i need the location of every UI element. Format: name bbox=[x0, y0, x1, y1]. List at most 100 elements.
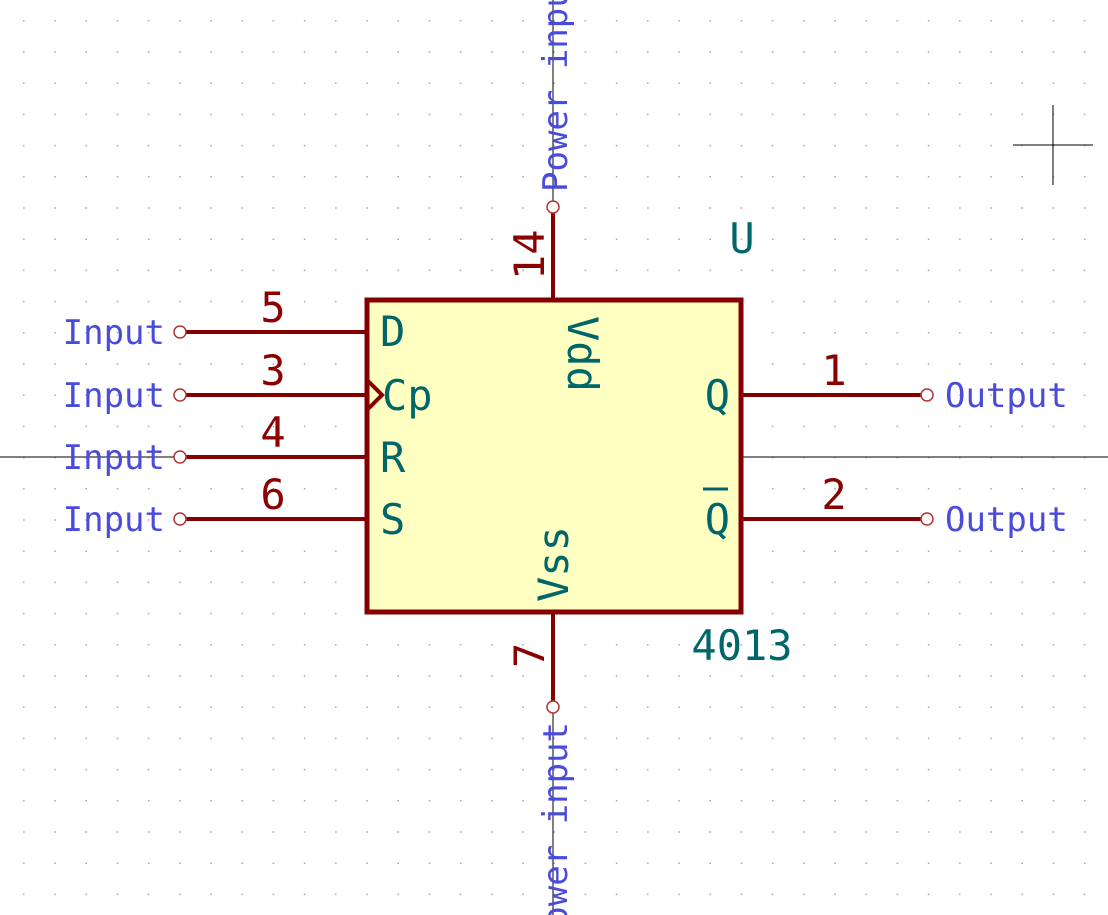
grid-dot bbox=[522, 20, 524, 22]
grid-dot bbox=[179, 612, 181, 615]
grid-dot bbox=[85, 113, 87, 116]
grid-dot bbox=[771, 488, 774, 490]
grid-dot bbox=[990, 300, 992, 303]
grid-dot bbox=[397, 706, 399, 708]
pin-number-14: 14 bbox=[505, 229, 554, 280]
grid-dot bbox=[241, 488, 243, 490]
component-body[interactable] bbox=[364, 297, 744, 615]
grid-dot bbox=[959, 207, 961, 209]
grid-dot bbox=[366, 768, 368, 771]
grid-dot bbox=[803, 768, 805, 771]
grid-dot bbox=[834, 20, 836, 22]
grid-dot bbox=[1083, 238, 1086, 240]
grid-dot bbox=[116, 612, 119, 615]
grid-dot bbox=[959, 300, 961, 303]
grid-dot bbox=[491, 207, 493, 209]
grid-dot bbox=[647, 51, 649, 53]
grid-dot bbox=[335, 706, 337, 708]
grid-dot bbox=[179, 300, 181, 303]
grid-dot bbox=[740, 893, 743, 896]
grid-dot bbox=[272, 581, 275, 584]
grid-dot bbox=[1083, 113, 1086, 116]
grid-dot bbox=[959, 706, 961, 708]
grid-dot bbox=[366, 644, 368, 646]
grid-dot bbox=[116, 456, 119, 459]
grid-dot bbox=[1052, 893, 1055, 896]
grid-dot bbox=[959, 332, 961, 334]
grid-dot bbox=[896, 831, 899, 833]
grid-dot bbox=[23, 394, 25, 396]
pin-type-vdd: Power input bbox=[536, 0, 576, 192]
grid-dot bbox=[491, 893, 493, 896]
grid-dot bbox=[771, 456, 774, 459]
grid-dot bbox=[272, 862, 275, 864]
grid-dot bbox=[709, 82, 711, 84]
grid-dot bbox=[303, 675, 306, 677]
grid-dot bbox=[959, 675, 961, 677]
grid-dot bbox=[771, 300, 774, 303]
grid-dot bbox=[834, 768, 836, 771]
grid-dot bbox=[803, 831, 805, 833]
grid-dot bbox=[335, 737, 337, 740]
reference-designator[interactable]: U bbox=[729, 214, 754, 263]
grid-dot bbox=[584, 862, 587, 864]
grid-dot bbox=[990, 113, 992, 116]
grid-dot bbox=[23, 831, 25, 833]
grid-dot bbox=[709, 831, 711, 833]
grid-dot bbox=[647, 706, 649, 708]
grid-dot bbox=[771, 675, 774, 677]
grid-dot bbox=[54, 831, 56, 833]
grid-dot bbox=[303, 51, 306, 53]
grid-dot bbox=[803, 113, 805, 116]
grid-dot bbox=[85, 706, 87, 708]
grid-dot bbox=[210, 862, 212, 864]
component-value[interactable]: 4013 bbox=[691, 621, 792, 670]
grid-dot bbox=[896, 332, 899, 334]
grid-dot bbox=[647, 238, 649, 240]
grid-dot bbox=[1021, 113, 1023, 116]
clock-marker-icon bbox=[365, 378, 385, 412]
grid-dot bbox=[116, 488, 119, 490]
grid-dot bbox=[615, 737, 618, 740]
grid-dot bbox=[990, 706, 992, 708]
grid-dot bbox=[366, 51, 368, 53]
grid-dot bbox=[990, 612, 992, 615]
grid-dot bbox=[1083, 269, 1086, 272]
grid-dot bbox=[678, 862, 680, 864]
grid-dot bbox=[272, 893, 275, 896]
grid-dot bbox=[179, 768, 181, 771]
grid-dot bbox=[709, 768, 711, 771]
grid-dot bbox=[1021, 706, 1023, 708]
grid-dot bbox=[927, 893, 930, 896]
grid-dot bbox=[615, 893, 618, 896]
pin-name-vdd: Vdd bbox=[558, 316, 607, 392]
grid-dot bbox=[116, 862, 119, 864]
grid-dot bbox=[615, 800, 618, 802]
grid-dot bbox=[179, 831, 181, 833]
grid-dot bbox=[803, 488, 805, 490]
grid-dot bbox=[1052, 300, 1055, 303]
grid-dot bbox=[927, 269, 930, 272]
grid-dot bbox=[397, 644, 399, 646]
grid-dot bbox=[428, 831, 431, 833]
grid-dot bbox=[147, 862, 150, 864]
grid-dot bbox=[459, 176, 462, 178]
grid-dot bbox=[1052, 675, 1055, 677]
grid-dot bbox=[927, 831, 930, 833]
grid-dot bbox=[335, 51, 337, 53]
grid-dot bbox=[678, 893, 680, 896]
grid-dot bbox=[959, 519, 961, 521]
grid-dot bbox=[834, 675, 836, 677]
grid-dot bbox=[335, 82, 337, 84]
grid-dot bbox=[615, 706, 618, 708]
grid-dot bbox=[23, 176, 25, 178]
grid-dot bbox=[303, 768, 306, 771]
grid-dot bbox=[366, 144, 368, 147]
grid-dot bbox=[23, 612, 25, 615]
grid-dot bbox=[522, 82, 524, 84]
grid-dot bbox=[740, 831, 743, 833]
grid-dot bbox=[834, 425, 836, 428]
grid-dot bbox=[23, 144, 25, 147]
grid-dot bbox=[116, 82, 119, 84]
